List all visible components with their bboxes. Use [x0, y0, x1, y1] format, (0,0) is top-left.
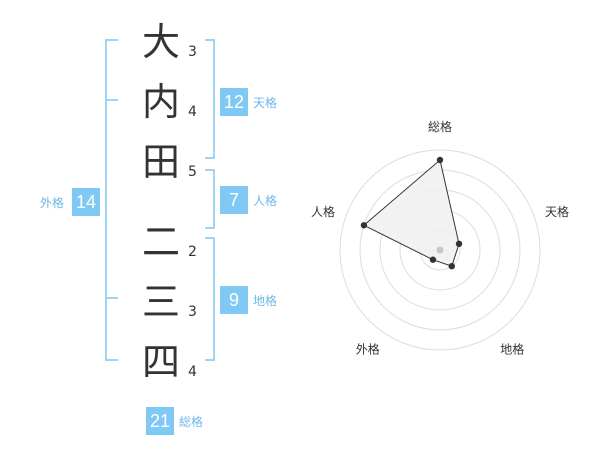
soukaku-label: 総格: [179, 415, 204, 429]
kanji-1: 大: [141, 20, 180, 64]
stroke-count-1: 3: [188, 44, 197, 60]
jinkaku-label: 人格: [253, 194, 278, 208]
radar-label-tenkaku: 天格: [545, 204, 569, 219]
gaikaku-label: 外格: [40, 196, 65, 210]
chikaku-bracket: [205, 237, 215, 361]
radar-label-gaikaku: 外格: [356, 342, 380, 357]
stroke-count-5: 3: [188, 304, 197, 320]
radar-point: [436, 156, 444, 164]
tenkaku-label: 天格: [253, 96, 278, 110]
chikaku-label: 地格: [253, 294, 278, 308]
stroke-count-2: 4: [188, 104, 197, 120]
radar-ring: [339, 149, 541, 351]
tenkaku-value: 12: [220, 88, 248, 116]
radar-label-soukaku: 総格: [428, 119, 452, 134]
radar-point: [448, 262, 455, 270]
radar-chart: 総格 天格 地格 外格 人格: [311, 119, 569, 357]
radar-series-polygon: [363, 159, 460, 267]
radar-point: [455, 240, 463, 248]
radar-label-jinkaku: 人格: [311, 204, 335, 219]
radar-points: [360, 156, 463, 270]
gaikaku-value: 14: [72, 188, 100, 216]
soukaku-value: 21: [146, 407, 174, 435]
stroke-count-4: 2: [188, 244, 197, 260]
kanji-3: 田: [141, 140, 180, 184]
jinkaku-value: 7: [220, 186, 248, 214]
stroke-count-3: 5: [188, 164, 197, 180]
radar-label-chikaku: 地格: [500, 342, 524, 357]
stroke-count-6: 4: [188, 364, 197, 380]
kanji-5: 三: [141, 280, 180, 324]
kanji-2: 内: [141, 80, 180, 124]
radar-center-dot: [436, 246, 444, 254]
tenkaku-bracket: [205, 39, 215, 159]
kanji-4: 二: [141, 220, 180, 264]
jinkaku-bracket: [205, 169, 215, 229]
radar-point: [429, 256, 437, 263]
radar-point: [360, 222, 368, 229]
kanji-6: 四: [141, 340, 180, 384]
gaikaku-bracket: [105, 39, 118, 361]
chikaku-value: 9: [220, 286, 248, 314]
